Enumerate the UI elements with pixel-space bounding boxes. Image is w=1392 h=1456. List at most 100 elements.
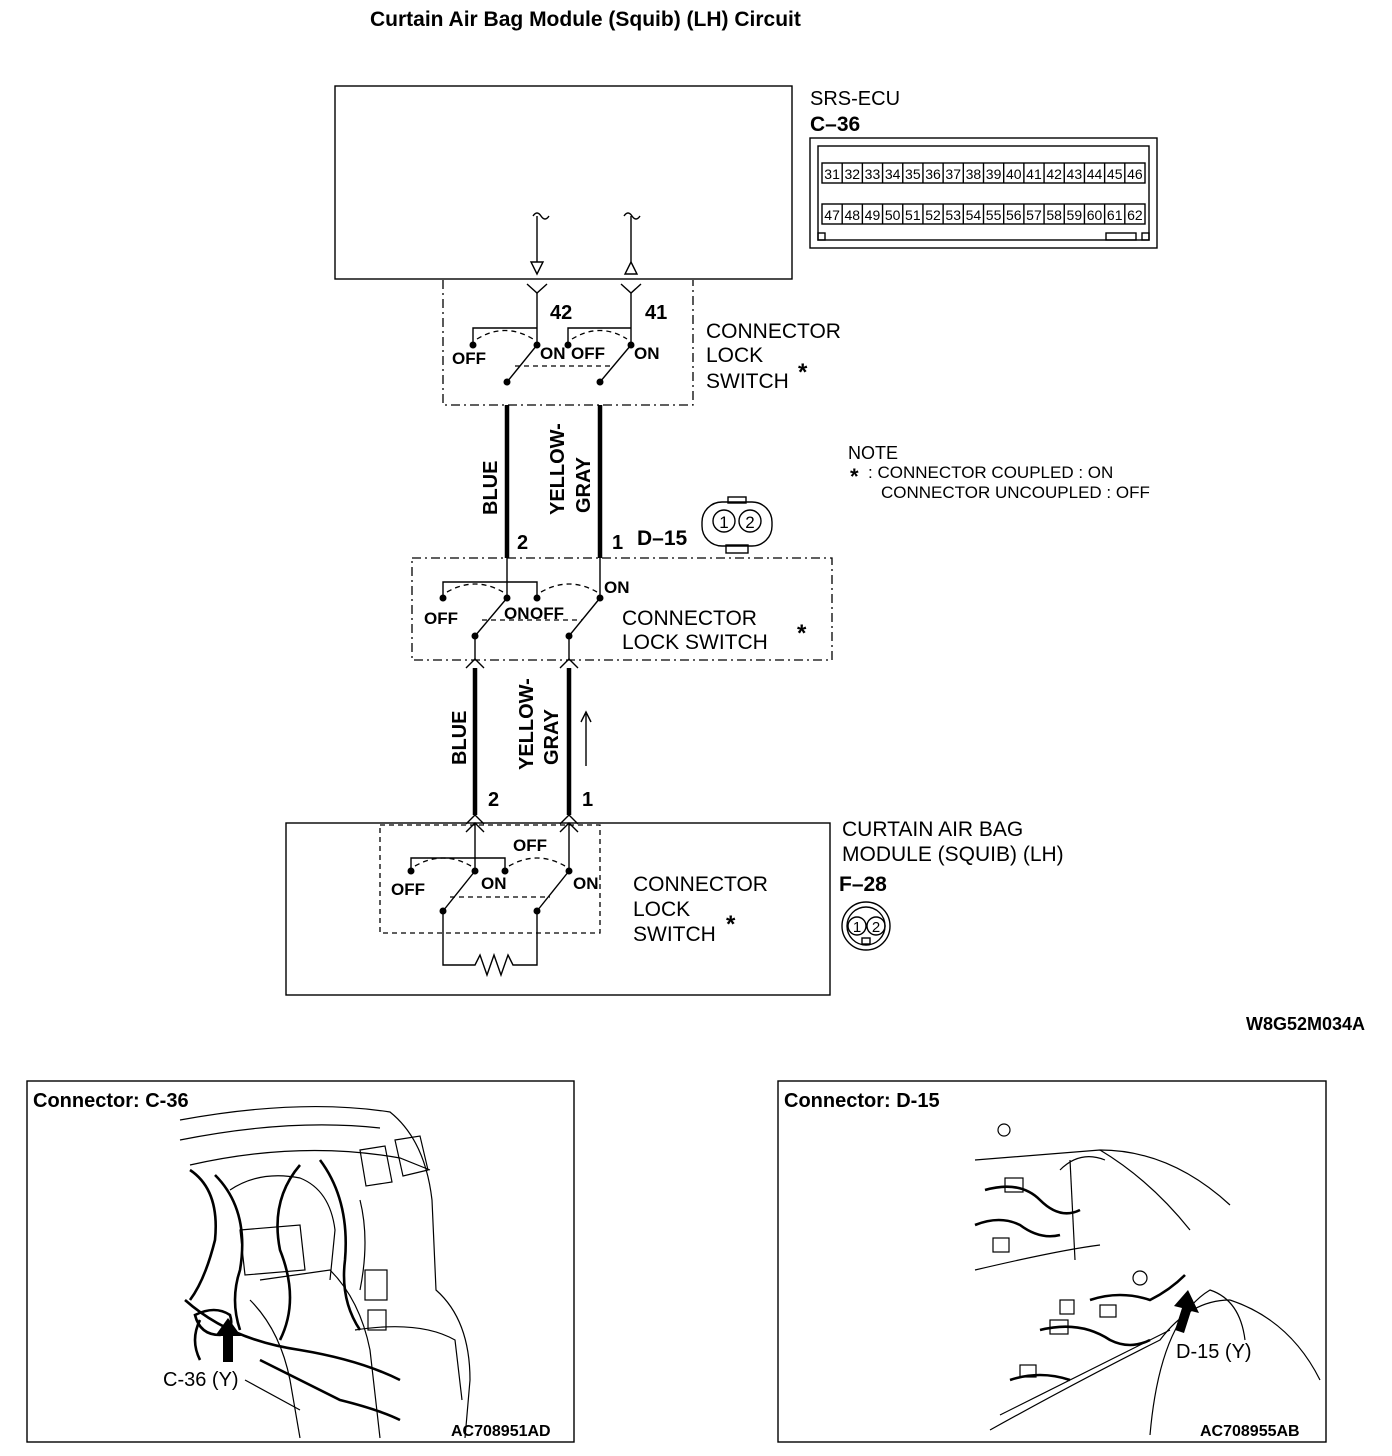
panel-c36 [26, 1080, 575, 1443]
wire-label-blue: BLUE [480, 461, 502, 515]
c36-pin-31: 31 [824, 166, 840, 182]
c36-callout: C-36 (Y) [163, 1369, 239, 1391]
c36-pin-39: 39 [986, 166, 1002, 182]
c36-pin-50: 50 [885, 207, 901, 223]
star-mark: * [797, 620, 807, 647]
lock-switch-label-line2: LOCK [633, 898, 690, 921]
c36-pin-60: 60 [1087, 207, 1103, 223]
ecu-lock-switch [469, 283, 642, 386]
note-star: * [850, 464, 859, 489]
panel-c36-title: Connector: C-36 [33, 1090, 189, 1112]
wire-label-yellow: YELLOW- [516, 678, 538, 770]
d15-callout: D-15 (Y) [1176, 1341, 1252, 1363]
c36-pin-33: 33 [865, 166, 881, 182]
c36-location-arrow [215, 1318, 241, 1362]
c36-pin-49: 49 [865, 207, 881, 223]
d15-location-arrow [1174, 1290, 1199, 1333]
c36-pin-35: 35 [905, 166, 921, 182]
ecu-pin-41: 41 [645, 302, 667, 324]
module-switch-enclosure [379, 824, 601, 934]
module-pin-1: 1 [582, 789, 593, 811]
ecu-pin-42: 42 [550, 302, 572, 324]
note-line-2: CONNECTOR UNCOUPLED : OFF [881, 483, 1150, 502]
ecu-internal-terminals [529, 212, 641, 276]
lock-switch-label-line1: CONNECTOR [706, 320, 841, 343]
f28-face-pin-2: 2 [872, 919, 880, 936]
c36-pin-52: 52 [925, 207, 941, 223]
star-mark: * [726, 911, 736, 938]
vehicle-rear-sketch [974, 1123, 1321, 1436]
c36-pin-58: 58 [1046, 207, 1062, 223]
c36-pin-51: 51 [905, 207, 921, 223]
c36-pin-36: 36 [925, 166, 941, 182]
f28-connector-face: 1 2 [841, 901, 891, 951]
switch-on-label: ON [634, 344, 660, 363]
switch-off-label: OFF [391, 880, 425, 899]
module-box [285, 822, 831, 996]
c36-pin-48: 48 [844, 207, 860, 223]
page-title: Curtain Air Bag Module (Squib) (LH) Circ… [370, 8, 801, 31]
module-name-line1: CURTAIN AIR BAG [842, 818, 1023, 841]
wire-label-yellow: YELLOW- [547, 423, 569, 515]
panel-d15-title: Connector: D-15 [784, 1090, 940, 1112]
c36-pin-43: 43 [1067, 166, 1083, 182]
switch-on-label: ON [573, 874, 599, 893]
note-line-1: : CONNECTOR COUPLED : ON [868, 463, 1113, 482]
c36-pin-37: 37 [945, 166, 961, 182]
lock-switch-label-line3: SWITCH [706, 370, 789, 393]
switch-off-label: OFF [530, 604, 564, 623]
c36-pin-38: 38 [966, 166, 982, 182]
c36-pin-62: 62 [1127, 207, 1143, 223]
c36-callout-leader [244, 1379, 301, 1411]
module-connector-id: F–28 [839, 873, 887, 896]
switch-on-label: ON [604, 578, 630, 597]
switch-on-label: ON [481, 874, 507, 893]
c36-pin-56: 56 [1006, 207, 1022, 223]
d15-lock-switch [439, 558, 604, 669]
lock-switch-label-line3: SWITCH [633, 923, 716, 946]
wire-label-gray: GRAY [541, 708, 563, 765]
c36-pin-61: 61 [1107, 207, 1123, 223]
d15-face-pin-2: 2 [745, 513, 754, 532]
d15-switch-enclosure [411, 557, 833, 661]
c36-pin-55: 55 [986, 207, 1002, 223]
lock-switch-label-combined: LOCK SWITCH [622, 631, 768, 654]
c36-pin-45: 45 [1107, 166, 1123, 182]
c36-pin-46: 46 [1127, 166, 1143, 182]
c36-pin-53: 53 [945, 207, 961, 223]
switch-on-label: ON [540, 344, 566, 363]
c36-pin-40: 40 [1006, 166, 1022, 182]
ecu-switch-enclosure [442, 280, 694, 406]
panel-d15 [777, 1080, 1327, 1443]
wire-label-gray: GRAY [573, 456, 595, 513]
note-heading: NOTE [848, 443, 898, 463]
switch-off-label: OFF [452, 349, 486, 368]
lock-switch-label-line2: LOCK [706, 344, 763, 367]
module-pin-2: 2 [488, 789, 499, 811]
current-direction-arrow [580, 710, 592, 766]
d15-pin-2: 2 [517, 532, 528, 554]
d15-face-pin-1: 1 [719, 513, 728, 532]
star-mark: * [798, 359, 808, 386]
c36-pin-41: 41 [1026, 166, 1042, 182]
c36-pin-32: 32 [844, 166, 860, 182]
diagram-code: W8G52M034A [1246, 1014, 1365, 1034]
c36-pin-57: 57 [1026, 207, 1042, 223]
d15-connector-id: D–15 [637, 527, 688, 550]
switch-off-label: OFF [571, 344, 605, 363]
switch-on-label: ON [504, 604, 530, 623]
d15-pin-1: 1 [612, 532, 623, 554]
module-name-line2: MODULE (SQUIB) (LH) [842, 843, 1064, 866]
c36-pin-47: 47 [824, 207, 840, 223]
c36-pin-59: 59 [1067, 207, 1083, 223]
srs-ecu-box [334, 85, 793, 280]
module-lock-switch [407, 814, 579, 978]
switch-off-label: OFF [513, 836, 547, 855]
panel-d15-code: AC708955AB [1200, 1423, 1300, 1440]
lock-switch-label-line1: CONNECTOR [622, 607, 757, 630]
c36-pin-54: 54 [966, 207, 982, 223]
switch-off-label: OFF [424, 609, 458, 628]
wire-label-blue: BLUE [449, 711, 471, 765]
